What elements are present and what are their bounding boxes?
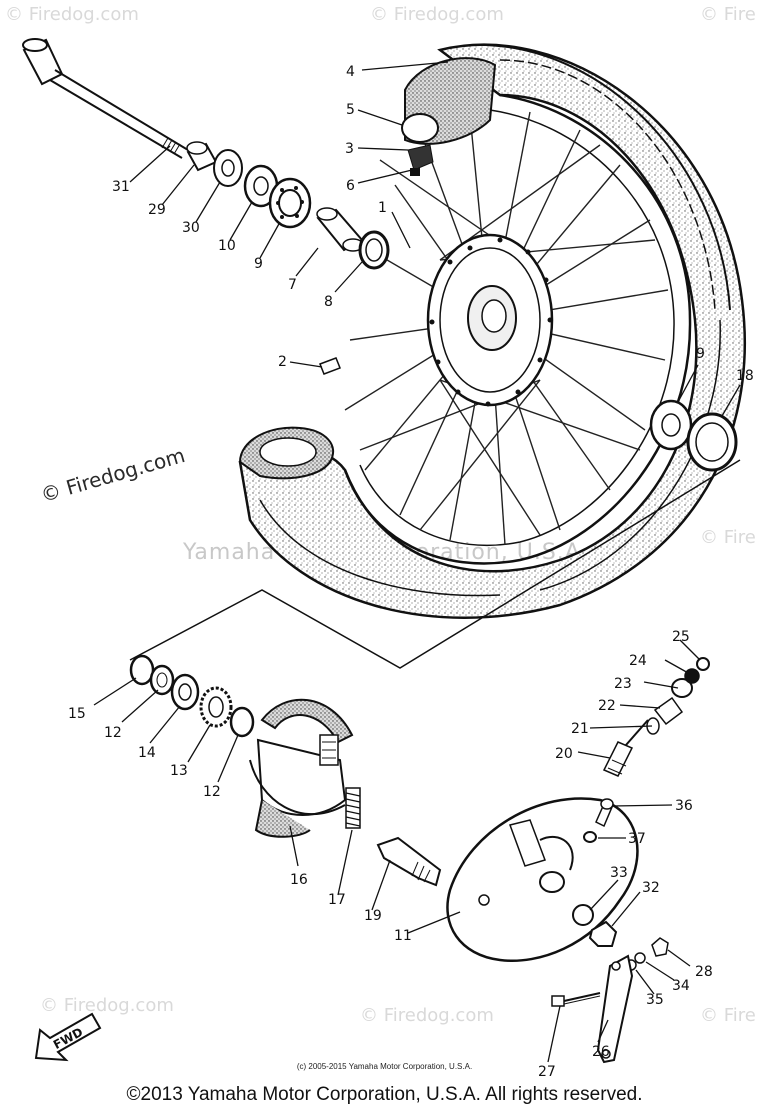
gear-14 bbox=[170, 673, 200, 711]
callout: 37 bbox=[628, 831, 646, 847]
gear-13 bbox=[199, 686, 233, 728]
callout: 6 bbox=[346, 178, 355, 194]
washer bbox=[213, 149, 243, 187]
callout: 9 bbox=[696, 346, 705, 362]
callout: 24 bbox=[629, 653, 647, 669]
callout: 7 bbox=[288, 277, 297, 293]
callout: 9 bbox=[254, 256, 263, 272]
callout: 11 bbox=[394, 928, 412, 944]
exploded-view-line bbox=[129, 459, 741, 669]
callout: 22 bbox=[598, 698, 616, 714]
small-copyright: (c) 2005-2015 Yamaha Motor Corporation, … bbox=[296, 1062, 473, 1071]
spring bbox=[345, 787, 361, 829]
washer-33 bbox=[572, 904, 594, 926]
callout: 10 bbox=[218, 238, 236, 254]
nut-28 bbox=[651, 937, 669, 957]
callout: 20 bbox=[555, 746, 573, 762]
callout: 33 bbox=[610, 865, 628, 881]
bushing-22 bbox=[653, 696, 684, 726]
watermark-firedog: © Firedog.com bbox=[360, 1005, 494, 1026]
front-wheel bbox=[238, 43, 747, 619]
callout: 23 bbox=[614, 676, 632, 692]
oil-seal-8 bbox=[358, 230, 390, 270]
leader-lines bbox=[93, 61, 741, 1063]
callout: 15 bbox=[68, 706, 86, 722]
callout: 14 bbox=[138, 745, 156, 761]
callout: 17 bbox=[328, 892, 346, 908]
callout: 34 bbox=[672, 978, 690, 994]
callout: 31 bbox=[112, 179, 130, 195]
callout: 8 bbox=[324, 294, 333, 310]
callout: 26 bbox=[592, 1044, 610, 1060]
callout: 12 bbox=[203, 784, 221, 800]
brake-shoe bbox=[249, 698, 354, 838]
watermark-firedog: © Firedog.com bbox=[370, 4, 504, 25]
callout: 36 bbox=[675, 798, 693, 814]
speedo-gear-20 bbox=[602, 719, 649, 777]
callout: 4 bbox=[346, 64, 355, 80]
washer-34 bbox=[634, 952, 646, 964]
tube-cutaway bbox=[401, 57, 497, 176]
callout: 16 bbox=[290, 872, 308, 888]
bolt-27 bbox=[551, 992, 601, 1007]
nut-32 bbox=[588, 920, 618, 947]
spacer bbox=[316, 207, 364, 252]
forward-arrow: FWD bbox=[34, 1012, 102, 1062]
rim bbox=[343, 93, 692, 565]
callout: 30 bbox=[182, 220, 200, 236]
clip-25 bbox=[696, 657, 710, 671]
watermark-firedog: © Firedog.com bbox=[5, 4, 139, 25]
watermark-firedog: © Firedog.com bbox=[40, 995, 174, 1016]
footer-copyright: ©2013 Yamaha Motor Corporation, U.S.A. A… bbox=[126, 1084, 643, 1105]
bolt-36 bbox=[595, 798, 614, 828]
callout: 35 bbox=[646, 992, 664, 1008]
callout: 13 bbox=[170, 763, 188, 779]
seal-23 bbox=[671, 678, 693, 698]
callout: 19 bbox=[364, 908, 382, 924]
watermark-firedog: © Fire bbox=[700, 1005, 756, 1026]
callout: 28 bbox=[695, 964, 713, 980]
watermark-firedog: © Fire bbox=[700, 4, 756, 25]
cam-lever bbox=[596, 954, 634, 1064]
watermark-firedog: © Fire bbox=[700, 527, 756, 548]
callout: 25 bbox=[672, 629, 690, 645]
collar bbox=[186, 141, 218, 172]
bearing-9-right bbox=[649, 399, 693, 451]
callout: 27 bbox=[538, 1064, 556, 1080]
washer-12b bbox=[229, 706, 255, 738]
bearing-10 bbox=[243, 164, 279, 208]
callout: 32 bbox=[642, 880, 660, 896]
callout: 3 bbox=[345, 141, 354, 157]
spokes bbox=[344, 111, 669, 546]
camshaft bbox=[376, 836, 442, 887]
callout: 12 bbox=[104, 725, 122, 741]
axle bbox=[22, 38, 189, 159]
callout-labels: 1 2 3 4 5 6 7 8 9 9 10 11 12 12 13 14 15… bbox=[68, 64, 754, 1080]
callout: 21 bbox=[571, 721, 589, 737]
callout: 18 bbox=[736, 368, 754, 384]
callout: 2 bbox=[278, 354, 287, 370]
callout: 1 bbox=[378, 200, 387, 216]
callout: 5 bbox=[346, 102, 355, 118]
washer-12 bbox=[149, 664, 175, 696]
spoke-nipple bbox=[319, 357, 341, 375]
callout: 29 bbox=[148, 202, 166, 218]
washer-37 bbox=[583, 831, 597, 843]
washer-24 bbox=[684, 668, 700, 684]
oil-seal-18 bbox=[686, 412, 738, 472]
bearing-9-left bbox=[268, 177, 312, 229]
